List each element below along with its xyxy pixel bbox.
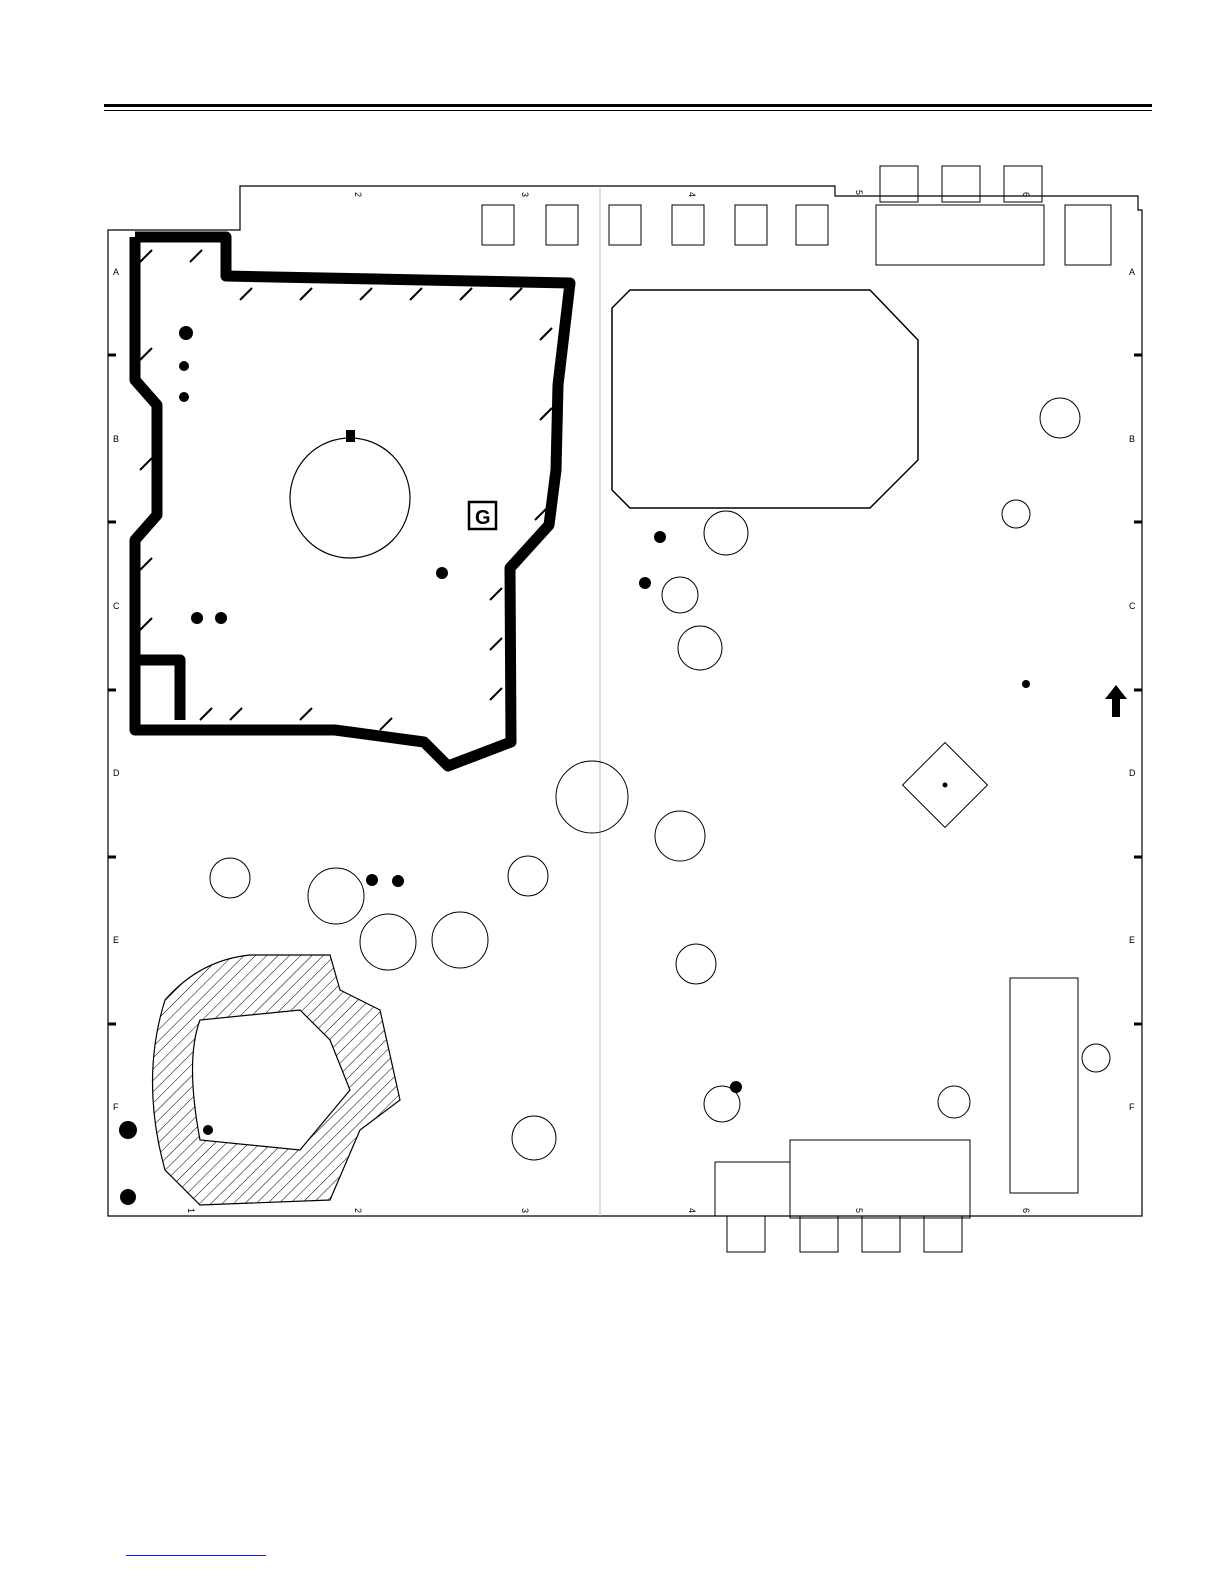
row-label-right: F bbox=[1129, 1102, 1135, 1112]
row-label-right: D bbox=[1129, 768, 1136, 778]
row-label-left: F bbox=[113, 1102, 119, 1112]
row-label-right: A bbox=[1129, 267, 1135, 277]
col-label-top: 4 bbox=[687, 192, 697, 197]
top-jacks bbox=[482, 166, 1111, 265]
col-label-top: 5 bbox=[854, 190, 864, 195]
row-label-left: A bbox=[113, 267, 119, 277]
connector-block bbox=[1010, 978, 1078, 1193]
col-label-top: 6 bbox=[1021, 192, 1031, 197]
col-label-bottom: 3 bbox=[520, 1208, 530, 1213]
row-label-right: B bbox=[1129, 434, 1135, 444]
up-arrow-icon bbox=[1105, 685, 1127, 717]
footer-link-underline bbox=[126, 1555, 266, 1556]
board-marker: G bbox=[475, 507, 491, 529]
col-label-bottom: 6 bbox=[1021, 1208, 1031, 1213]
col-label-bottom: 4 bbox=[687, 1208, 697, 1213]
power-supply-zone bbox=[135, 237, 570, 766]
shield-block bbox=[612, 290, 918, 508]
row-label-left: E bbox=[113, 935, 119, 945]
row-label-left: D bbox=[113, 768, 120, 778]
main-capacitor bbox=[290, 438, 410, 558]
flyback-hatched-zone bbox=[153, 955, 401, 1205]
edge-ticks bbox=[108, 355, 1142, 1024]
col-label-bottom: 2 bbox=[353, 1208, 363, 1213]
col-label-top: 3 bbox=[520, 192, 530, 197]
row-label-right: E bbox=[1129, 935, 1135, 945]
row-label-left: B bbox=[113, 434, 119, 444]
col-label-top: 2 bbox=[353, 192, 363, 197]
board-outline bbox=[108, 186, 1142, 1216]
hatch-strokes bbox=[140, 250, 552, 730]
col-label-bottom: 1 bbox=[186, 1208, 196, 1213]
row-label-right: C bbox=[1129, 601, 1136, 611]
row-label-left: C bbox=[113, 601, 120, 611]
col-label-bottom: 5 bbox=[854, 1208, 864, 1213]
